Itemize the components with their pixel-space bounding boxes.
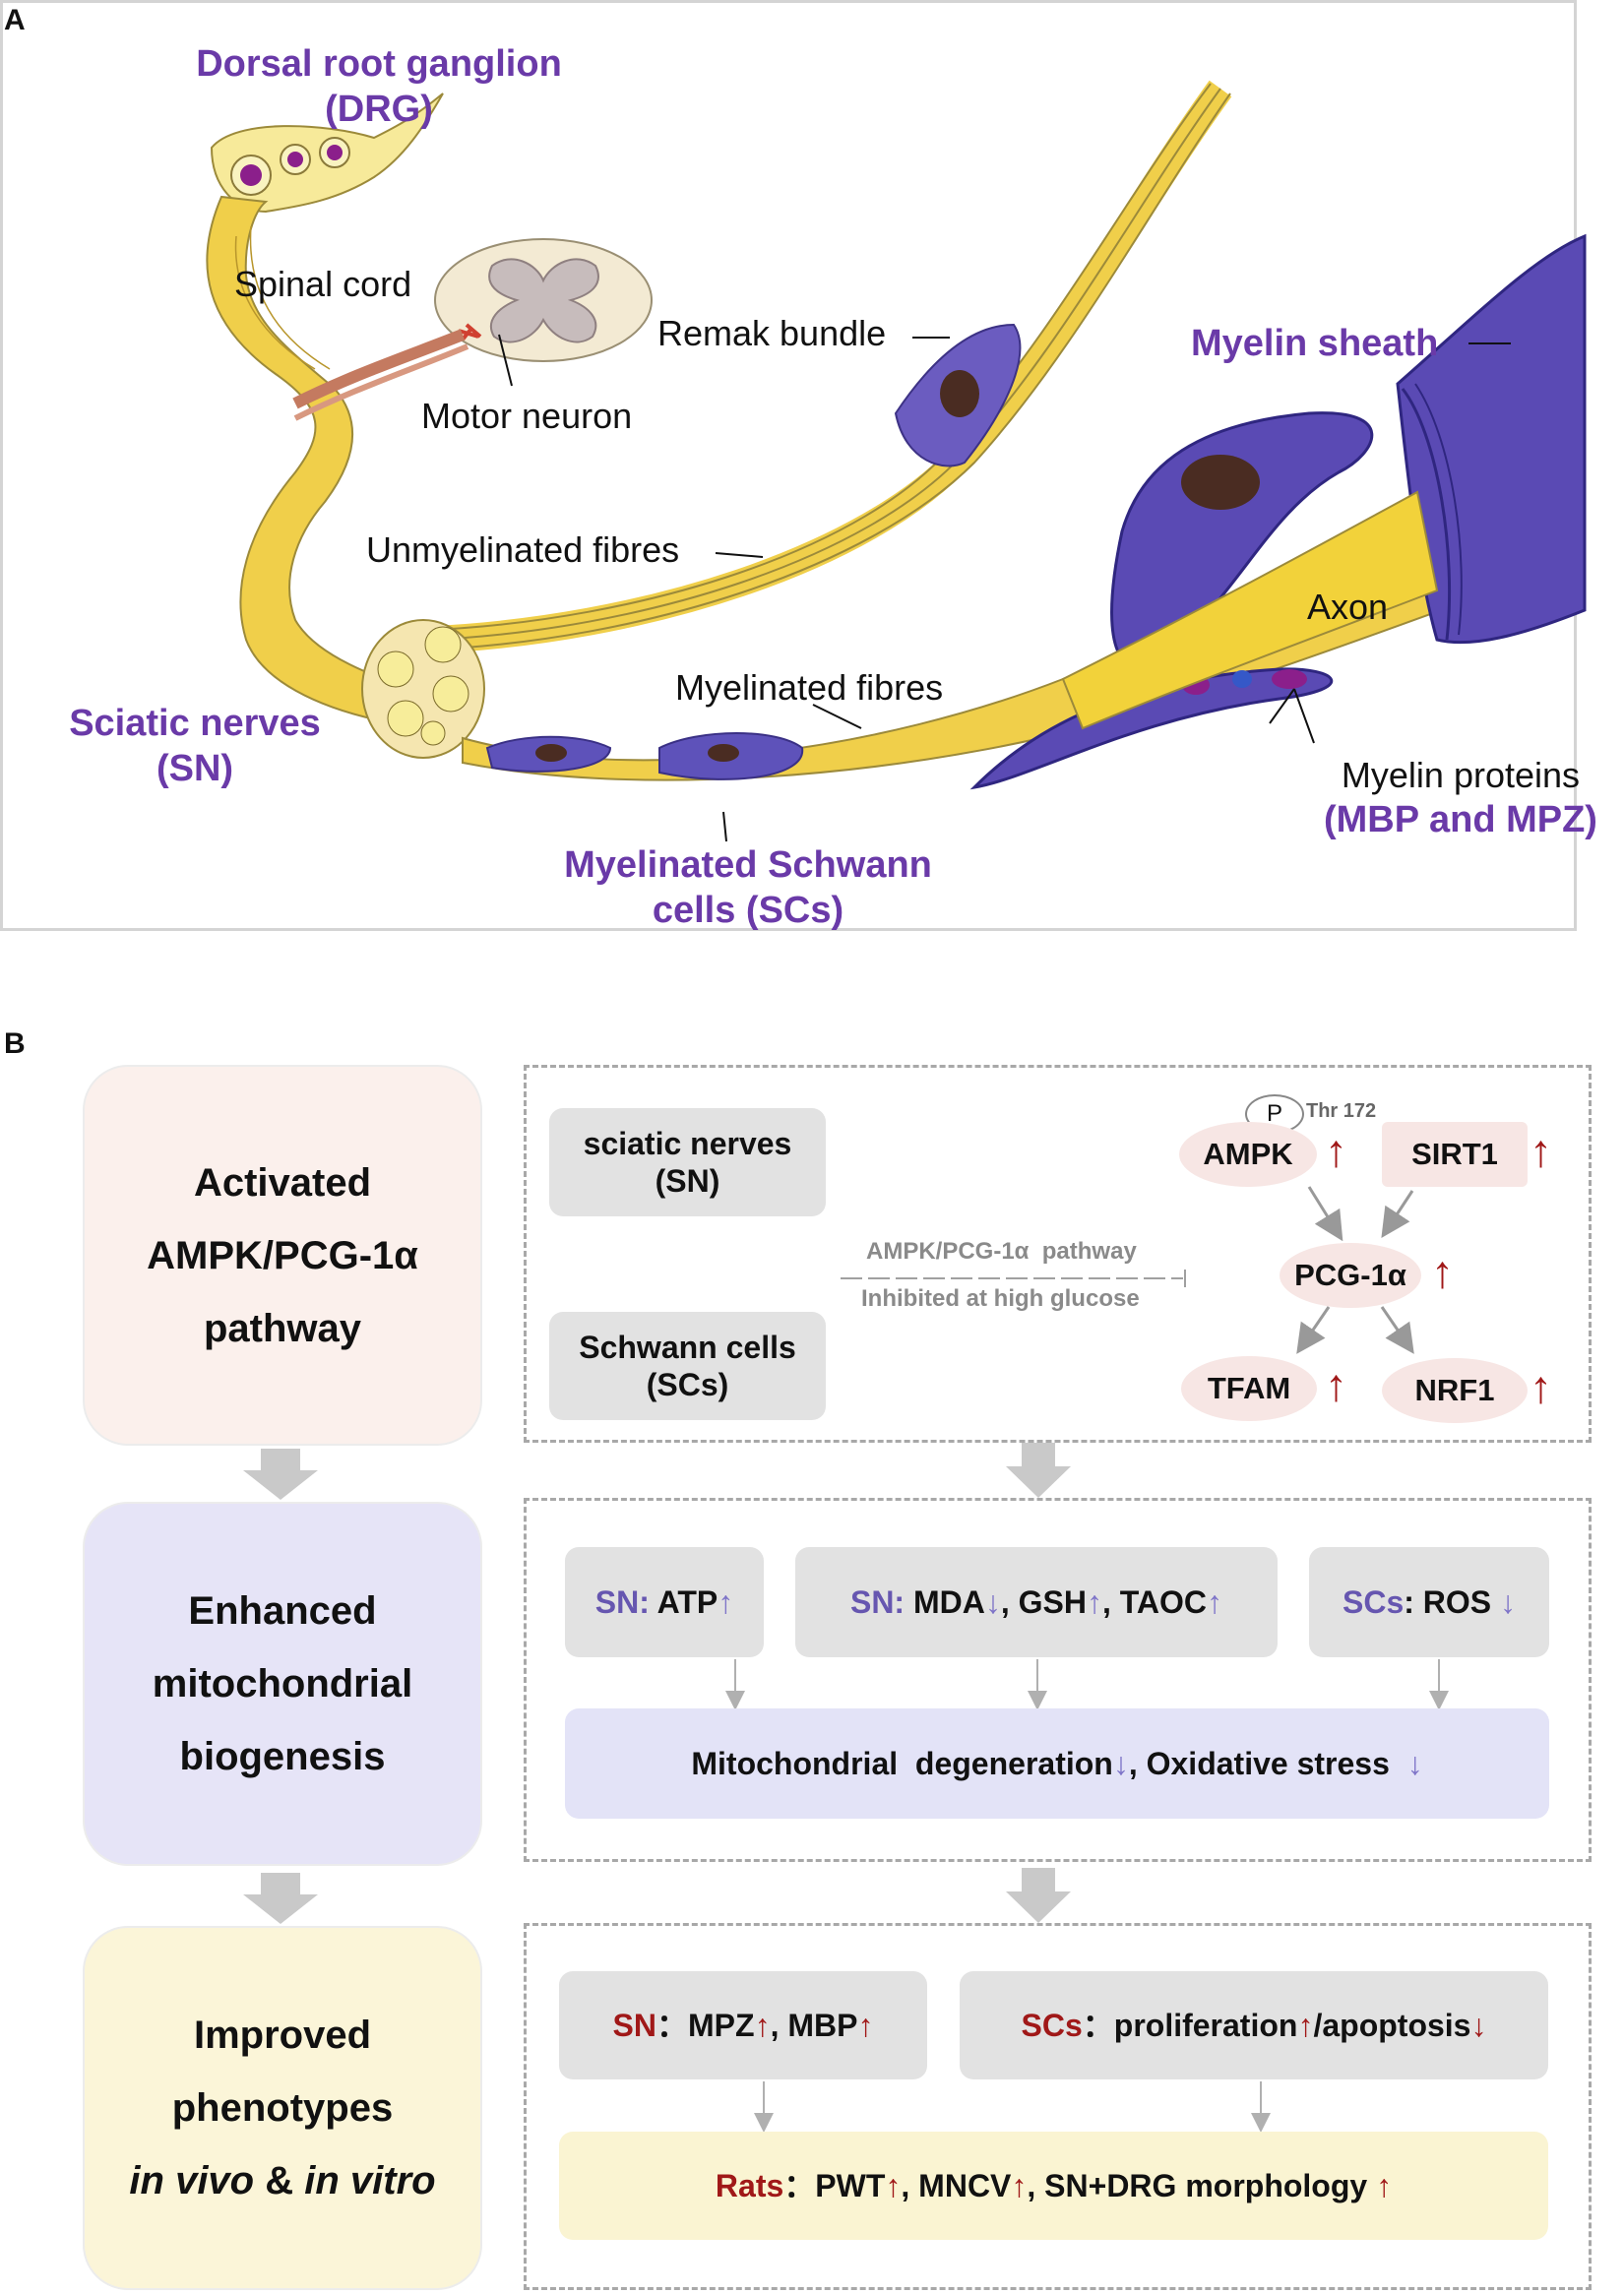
- drg-label: Dorsal root ganglion (DRG): [196, 43, 562, 130]
- side-box-mitochondrial-biogenesis: Enhanced mitochondrial biogenesis: [83, 1502, 482, 1866]
- spinal-cord-illustration: [434, 238, 653, 362]
- side-arrow-1: [243, 1449, 318, 1500]
- main-arrow-1: [1006, 1443, 1071, 1498]
- phenotype-dashed-box: [524, 1923, 1592, 2290]
- rats-outcome-box: Rats：PWT↑, MNCV↑, SN+DRG morphology ↑: [559, 2132, 1548, 2240]
- tfam-up-arrow: ↑: [1325, 1359, 1347, 1410]
- row2-connectors: [725, 1659, 1449, 1710]
- unmyelinated-fibres-label: Unmyelinated fibres: [366, 529, 680, 570]
- schwann-cells-illustration: [485, 732, 804, 780]
- panel-b-letter: B: [4, 1027, 26, 1060]
- inhibited-label: Inhibited at high glucose: [861, 1285, 1140, 1312]
- sirt1-node: SIRT1: [1382, 1122, 1528, 1187]
- pathway-arrows: [1296, 1186, 1414, 1354]
- leader-protein-1: [1293, 688, 1315, 744]
- myelin-proteins-label: Myelin proteins (MBP and MPZ): [1324, 755, 1597, 840]
- side-arrow-2: [243, 1873, 318, 1924]
- sc-cell-box: Schwann cells (SCs): [549, 1312, 826, 1420]
- inhibition-line: [841, 1270, 1186, 1287]
- main-arrow-2: [1006, 1868, 1071, 1923]
- leader-unmyelinated: [715, 552, 764, 558]
- ampk-up-arrow: ↑: [1325, 1125, 1347, 1176]
- thr172-label: Thr 172: [1306, 1100, 1377, 1122]
- leader-motor-neuron: [498, 334, 513, 387]
- sn-mpz-mbp-box: SN：MPZ↑, MBP↑: [559, 1971, 927, 2079]
- pgc1a-node: PCG-1α: [1280, 1243, 1421, 1308]
- pathway-dashed-box: [524, 1065, 1592, 1443]
- axon-label: Axon: [1307, 587, 1389, 627]
- nerve-cross-section: [361, 619, 485, 759]
- tfam-node: TFAM: [1181, 1356, 1317, 1421]
- pathway-label: AMPK/PCG-1α pathway: [866, 1238, 1137, 1265]
- leader-myelinated: [812, 704, 862, 729]
- myelinated-fibres-label: Myelinated fibres: [675, 667, 944, 708]
- spinal-cord-label: Spinal cord: [234, 264, 412, 304]
- side-box-activated-pathway: Activated AMPK/PCG-1α pathway: [83, 1065, 482, 1446]
- nrf1-up-arrow: ↑: [1530, 1361, 1552, 1412]
- motor-neuron-label: Motor neuron: [421, 396, 633, 436]
- pgc1a-up-arrow: ↑: [1431, 1246, 1454, 1297]
- myelin-sheath-label: Myelin sheath: [1191, 323, 1439, 364]
- nerve-illustration: [206, 80, 1587, 842]
- schwann-cells-label: Myelinated Schwann cells (SCs): [564, 844, 932, 931]
- remak-bundle-label: Remak bundle: [657, 313, 887, 353]
- nrf1-node: NRF1: [1382, 1358, 1528, 1423]
- leader-schwann: [722, 811, 727, 842]
- ampk-node: AMPK: [1179, 1122, 1317, 1187]
- row3-connectors: [754, 2081, 1271, 2133]
- sn-tissue-box: sciatic nerves (SN): [549, 1108, 826, 1216]
- mito-outcome-box: Mitochondrial degeneration↓, Oxidative s…: [565, 1708, 1549, 1819]
- sn-mda-gsh-taoc-box: SN: MDA↓, GSH↑, TAOC↑: [795, 1547, 1278, 1657]
- sc-ros-box: SCs: ROS ↓: [1309, 1547, 1549, 1657]
- sirt1-up-arrow: ↑: [1530, 1125, 1552, 1176]
- sciatic-nerves-label: Sciatic nerves (SN): [69, 703, 321, 789]
- side-box-improved-phenotypes: Improved phenotypes in vivo & in vitro: [83, 1926, 482, 2290]
- sc-proliferation-box: SCs：proliferation↑/apoptosis↓: [960, 1971, 1548, 2079]
- remak-bundle-illustration: [894, 323, 1022, 467]
- leader-protein-2: [1269, 688, 1295, 724]
- panel-a-letter: A: [4, 4, 26, 36]
- mitochondria-dashed-box: [524, 1498, 1592, 1862]
- sn-atp-box: SN: ATP↑: [565, 1547, 764, 1657]
